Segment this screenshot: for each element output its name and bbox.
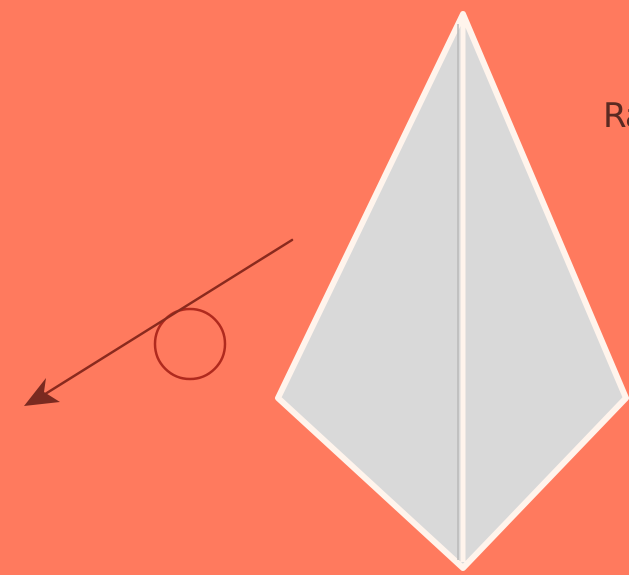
direction-arrow	[24, 240, 292, 406]
kite-outline-icon	[278, 14, 626, 568]
arrowhead-icon	[24, 378, 60, 406]
arrow-shaft	[42, 240, 292, 396]
diagram-caption-text: Ra	[603, 96, 629, 136]
kite-base-paper	[278, 14, 626, 568]
